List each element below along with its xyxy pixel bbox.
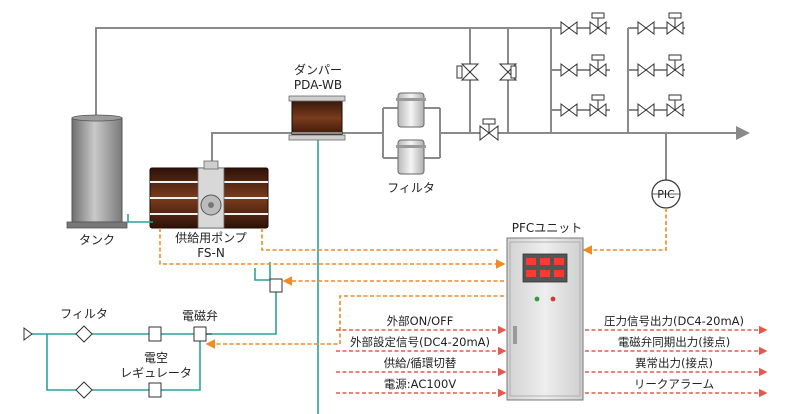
air-filter xyxy=(23,325,93,399)
solenoid-valve-label: 電磁弁 xyxy=(182,308,218,323)
air-regulator-label-2: レギュレータ xyxy=(120,366,192,380)
input-signal-labels: 外部ON/OFF 外部設定信号(DC4-20mA) 供給/循環切替 電源:AC1… xyxy=(350,314,490,391)
pfc-unit xyxy=(506,237,584,401)
solenoid-valve xyxy=(193,278,283,342)
pic-label: PIC xyxy=(657,188,675,201)
vertical-valves xyxy=(456,63,518,81)
pfc-unit-label: PFCユニット xyxy=(512,221,583,235)
input-label: 電源:AC100V xyxy=(384,377,457,391)
signal-lines xyxy=(159,208,667,349)
output-label: リークアラーム xyxy=(634,377,714,391)
fluid-piping xyxy=(95,27,750,180)
tank-label: タンク xyxy=(79,233,115,247)
air-lines xyxy=(30,140,319,414)
main-line-valve xyxy=(479,118,499,142)
damper-model: PDA-WB xyxy=(294,78,342,92)
input-label: 供給/循環切替 xyxy=(384,356,457,370)
main-filter-label: フィルタ xyxy=(387,181,435,195)
main-filter xyxy=(396,92,426,175)
output-label: 異常出力(接点) xyxy=(635,356,713,370)
air-filter-label: フィルタ xyxy=(60,307,108,321)
output-label: 圧力信号出力(DC4-20mA) xyxy=(604,314,744,328)
air-regulator xyxy=(148,326,162,398)
tank xyxy=(66,114,128,229)
output-signal-labels: 圧力信号出力(DC4-20mA) 電磁弁同期出力(接点) 異常出力(接点) リー… xyxy=(604,314,744,391)
input-label: 外部ON/OFF xyxy=(387,314,454,328)
supply-pump-label: 供給用ポンプ xyxy=(175,231,247,245)
supply-pump xyxy=(149,160,269,229)
damper-label: ダンパー xyxy=(294,62,342,77)
input-label: 外部設定信号(DC4-20mA) xyxy=(350,335,490,349)
supply-pump-model: FS-N xyxy=(197,246,225,260)
io-lines xyxy=(336,325,768,398)
output-label: 電磁弁同期出力(接点) xyxy=(618,335,730,349)
air-regulator-label: 電空 xyxy=(144,351,168,365)
branch-valves xyxy=(560,12,684,117)
damper xyxy=(288,95,346,141)
